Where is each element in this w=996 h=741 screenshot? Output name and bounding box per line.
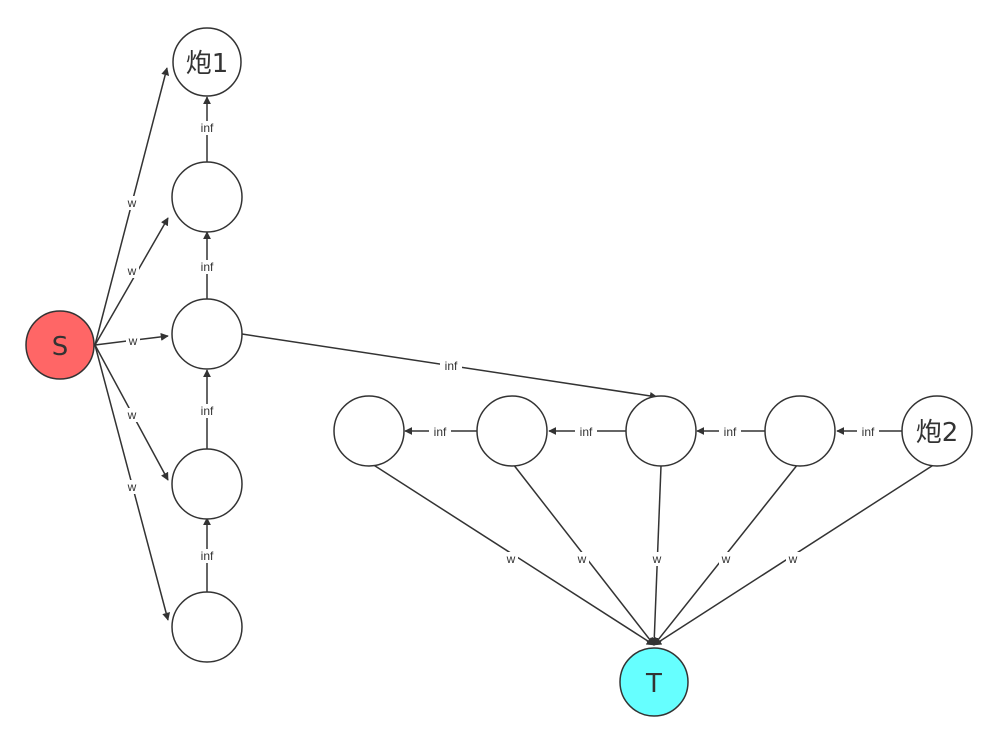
edge-label-r2-t: w bbox=[577, 552, 587, 566]
node-t[interactable]: T bbox=[619, 647, 689, 717]
nodes: S 炮1 bbox=[25, 27, 973, 717]
edge-label-r3-t: w bbox=[652, 552, 662, 566]
node-r3[interactable] bbox=[625, 395, 697, 467]
edge-label-r2-r1: inf bbox=[434, 425, 447, 439]
edge-label-r4-t: w bbox=[721, 552, 731, 566]
edge-label-c2-r3: inf bbox=[445, 359, 458, 373]
edge-label-pao2-t: w bbox=[788, 552, 798, 566]
edge-label-r3-r2: inf bbox=[580, 425, 593, 439]
node-pao1[interactable]: 炮1 bbox=[172, 27, 242, 97]
edge-label-s-c1: w bbox=[127, 264, 137, 278]
node-pao1-label: 炮1 bbox=[186, 49, 229, 79]
node-pao2-label: 炮2 bbox=[916, 418, 959, 448]
edge-label-c1-pao1: inf bbox=[201, 121, 214, 135]
node-r1[interactable] bbox=[333, 395, 405, 467]
node-r2[interactable] bbox=[476, 395, 548, 467]
node-c2[interactable] bbox=[171, 298, 243, 370]
node-c1[interactable] bbox=[171, 161, 243, 233]
edge-s-c1 bbox=[94, 217, 169, 346]
edge-label-s-c3: w bbox=[127, 408, 137, 422]
node-s[interactable]: S bbox=[25, 310, 95, 380]
edge-label-c3-c2: inf bbox=[201, 404, 214, 418]
node-c3[interactable] bbox=[171, 448, 243, 520]
edge-label-c2-c1: inf bbox=[201, 260, 214, 274]
node-c4[interactable] bbox=[171, 591, 243, 663]
edge-label-s-c2: w bbox=[128, 334, 138, 348]
edge-label-pao2-r4: inf bbox=[862, 425, 875, 439]
node-pao2[interactable]: 炮2 bbox=[901, 395, 973, 467]
edge-labels: w w w w w inf inf inf inf inf inf inf in… bbox=[125, 121, 879, 566]
edge-label-c4-c3: inf bbox=[201, 549, 214, 563]
node-s-label: S bbox=[52, 332, 69, 362]
edge-label-s-pao1: w bbox=[127, 196, 137, 210]
node-t-label: T bbox=[645, 669, 662, 699]
edge-label-s-c4: w bbox=[127, 480, 137, 494]
edge-label-r1-t: w bbox=[506, 552, 516, 566]
edge-label-r4-r3: inf bbox=[724, 425, 737, 439]
node-r4[interactable] bbox=[764, 395, 836, 467]
